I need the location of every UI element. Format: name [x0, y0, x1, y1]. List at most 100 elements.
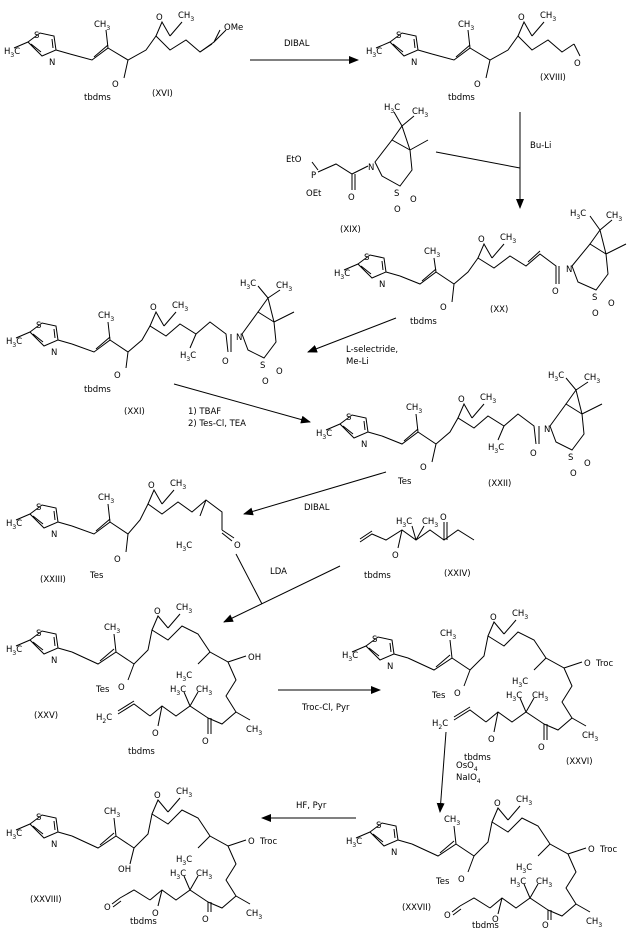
nitrogen-atom: N — [361, 440, 367, 450]
methyl-label: CH3 — [424, 247, 440, 259]
methyl-label: CH3 — [512, 609, 528, 621]
compound-label-XXIII: (XXIII) — [40, 575, 66, 585]
arrow-step-3: L-selectride, Me-Li — [307, 317, 398, 367]
compound-label-XXVIII: (XXVIII) — [30, 895, 62, 905]
nitrogen-atom: N — [49, 58, 55, 68]
oxygen-atom: O — [492, 915, 499, 925]
phosphorus-atom: P — [311, 171, 316, 181]
methyl-label: H3C — [170, 869, 186, 881]
tbdms-label: tbdms — [128, 747, 155, 757]
ester-methoxy: OMe — [224, 23, 243, 33]
methyl-label: CH3 — [246, 725, 262, 737]
troc-oxygen: O — [248, 837, 255, 847]
methyl-label: H3C — [506, 691, 522, 703]
methyl-label: CH3 — [406, 403, 422, 415]
troc-label: Troc — [595, 659, 613, 669]
methyl-label: H3C — [346, 837, 362, 849]
troc-oxygen: O — [588, 845, 595, 855]
ketone-oxygen: O — [538, 743, 545, 753]
sulfur-atom: S — [36, 321, 41, 331]
oxygen-atom: O — [118, 683, 125, 693]
epoxide-oxygen: O — [156, 13, 163, 23]
methyl-label: CH3 — [480, 393, 496, 405]
nitrogen-atom: N — [566, 265, 572, 275]
methyl-label: H3C — [510, 877, 526, 889]
methyl-label: H3C — [396, 517, 412, 529]
reagent-tbaf: 1) TBAF — [188, 407, 221, 417]
methyl-label: H3C — [170, 685, 186, 697]
aldehyde-oxygen: O — [444, 911, 451, 921]
compound-label-XIX: (XIX) — [340, 225, 361, 235]
reagent-dibal-1: DIBAL — [284, 39, 310, 49]
sulfur-atom: S — [364, 253, 369, 263]
oxygen-atom: O — [488, 735, 495, 745]
sulfur-atom: S — [36, 503, 41, 513]
nitrogen-atom: N — [379, 280, 385, 290]
methyl-label: H3C — [548, 371, 564, 383]
nitrogen-atom: N — [391, 848, 397, 858]
ketone-oxygen: O — [202, 915, 209, 925]
compound-label-XXI: (XXI) — [124, 407, 145, 417]
compound-XXIV: O H3C CH3 O tbdms (XXIV) — [359, 513, 475, 581]
nitrogen-atom: N — [387, 662, 393, 672]
sulfur-atom: S — [396, 31, 401, 41]
ethoxy-label: OEt — [306, 189, 322, 199]
arrow-step-2: Bu-Li — [435, 112, 551, 209]
tes-label: Tes — [89, 571, 104, 581]
oxygen-atom: O — [114, 555, 121, 565]
methyl-label: H3C — [334, 269, 350, 281]
arrow-step-8: OsO4 NaIO4 — [436, 731, 481, 813]
sulfonyl-sulfur: S — [394, 189, 399, 199]
nitrogen-atom: N — [51, 348, 57, 358]
oxygen-atom: O — [440, 303, 447, 313]
reagent-naio4: NaIO4 — [456, 773, 481, 785]
arrow-step-6: LDA — [223, 553, 341, 623]
methyl-label: CH3 — [196, 685, 212, 697]
nitrogen-atom: N — [236, 333, 242, 343]
arrow-step-1: DIBAL — [250, 39, 359, 64]
sulfonyl-oxygen: O — [394, 205, 401, 215]
sulfonyl-sulfur: S — [260, 361, 265, 371]
oxygen-atom: O — [114, 371, 121, 381]
methyl-label: CH3 — [540, 11, 556, 23]
sulfonyl-oxygen: O — [276, 367, 283, 377]
troc-label: Troc — [599, 845, 617, 855]
tes-label: Tes — [435, 877, 450, 887]
tbdms-label: tbdms — [448, 93, 475, 103]
oxygen-atom: O — [152, 729, 159, 739]
epoxide-oxygen: O — [150, 303, 157, 313]
compound-XXVIII: S N H3C CH3 O Troc H3C CH3 O H3C CH3 O t… — [6, 787, 277, 927]
sulfur-atom: S — [34, 31, 39, 41]
methyl-label: CH3 — [196, 869, 212, 881]
methyl-label: CH3 — [532, 691, 548, 703]
oxygen-atom: O — [112, 80, 119, 90]
hydroxyl: OH — [248, 653, 261, 663]
tbdms-label: tbdms — [84, 385, 111, 395]
methyl-label: CH3 — [444, 815, 460, 827]
reagent-tescl: 2) Tes-Cl, TEA — [188, 419, 246, 429]
tbdms-label: tbdms — [364, 571, 391, 581]
methyl-label: H3C — [570, 209, 586, 221]
oxygen-atom: O — [420, 463, 427, 473]
methyl-label: CH3 — [170, 479, 186, 491]
ketone-oxygen: O — [542, 921, 549, 930]
compound-XX: S N H3C CH3 O N H3C CH3 S O O O CH3 O tb… — [334, 209, 627, 327]
sulfonyl-sulfur: S — [592, 293, 597, 303]
reagent-dibal-2: DIBAL — [304, 503, 330, 513]
sulfur-atom: S — [346, 413, 351, 423]
sulfonyl-oxygen: O — [410, 195, 417, 205]
compound-XXII: S N H3C CH3 H3C O N H3C CH3 S O O O CH3 … — [316, 371, 603, 489]
compound-label-XXV: (XXV) — [34, 711, 58, 721]
reagent-meli: Me-Li — [346, 357, 369, 367]
sulfonyl-oxygen: O — [608, 299, 615, 309]
arrow-step-4: 1) TBAF 2) Tes-Cl, TEA — [173, 383, 311, 429]
carbonyl-oxygen: O — [552, 287, 559, 297]
nitrogen-atom: N — [51, 530, 57, 540]
compound-label-XXII: (XXII) — [488, 479, 511, 489]
methyl-label: H3C — [6, 519, 22, 531]
compound-XIX: EtO P OEt O N H3C CH3 S O O (XIX) — [286, 103, 428, 235]
epoxide-oxygen: O — [154, 607, 161, 617]
tes-label: Tes — [397, 477, 412, 487]
epoxide-oxygen: O — [518, 13, 525, 23]
methyl-label: H3C — [176, 671, 192, 683]
